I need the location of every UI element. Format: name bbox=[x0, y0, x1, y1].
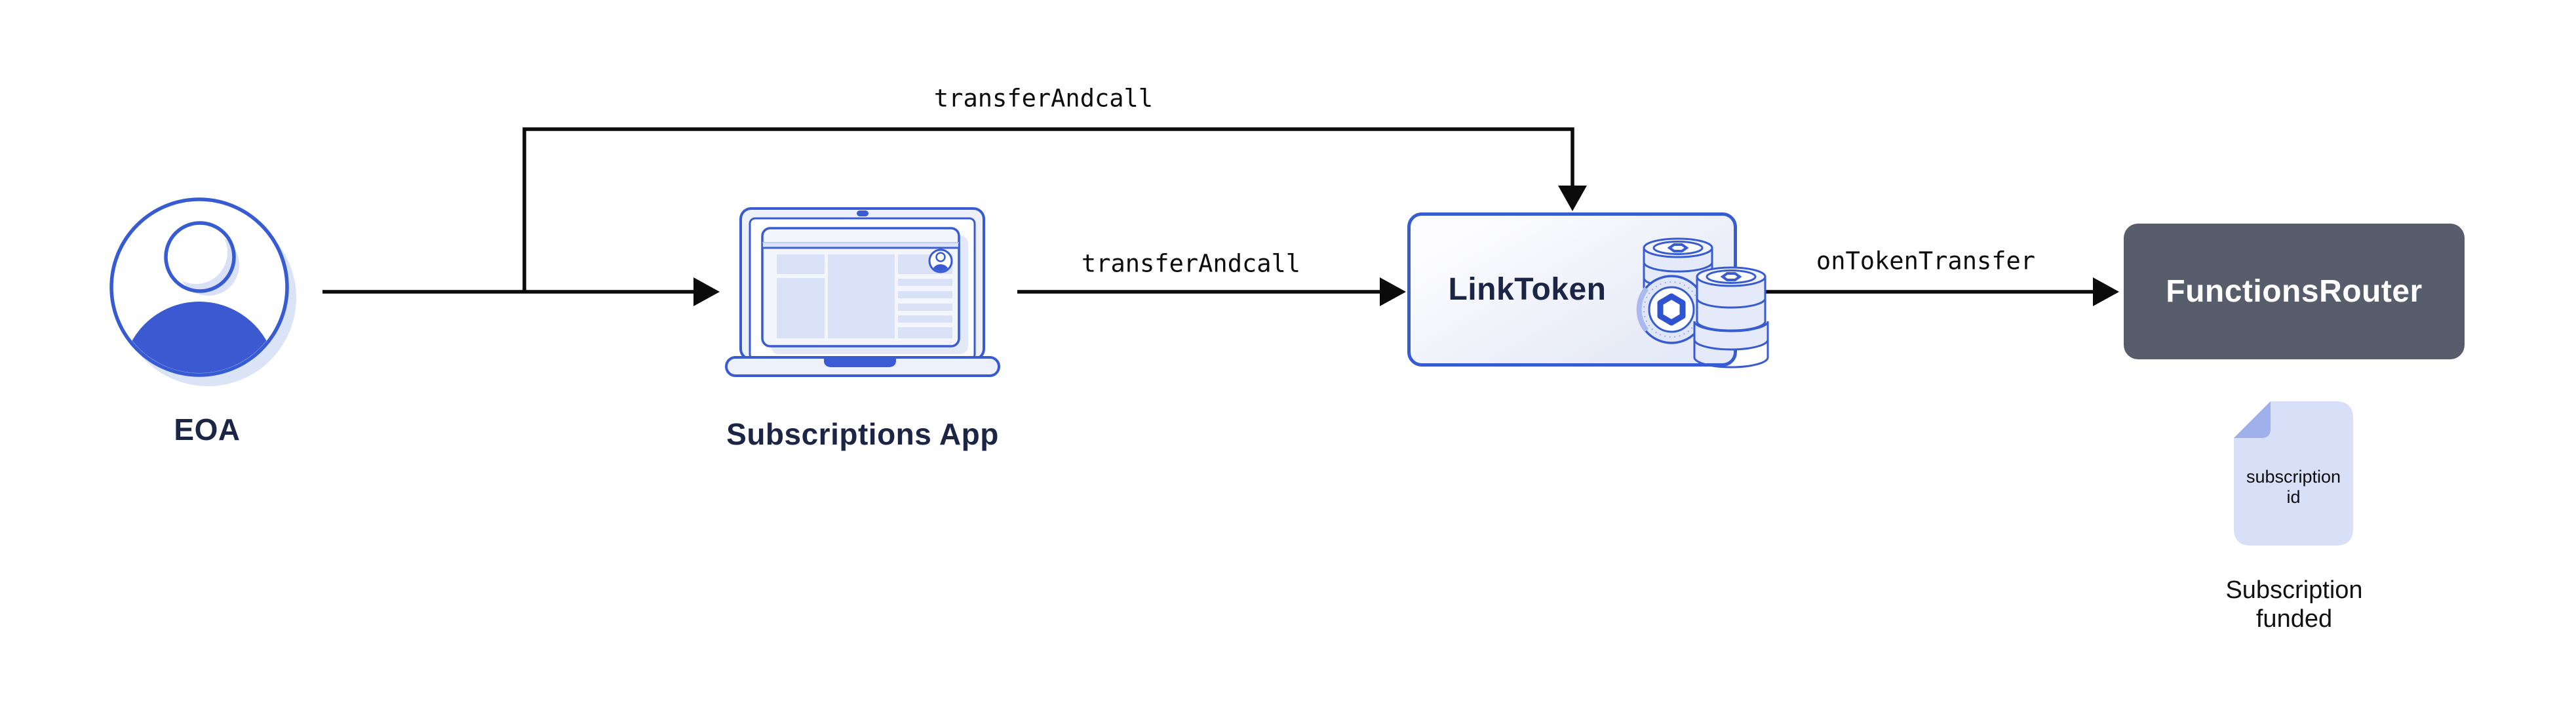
subscriptions-app-label: Subscriptions App bbox=[726, 417, 999, 451]
subscription-funded-line2: funded bbox=[2255, 605, 2333, 633]
eoa-label: EOA bbox=[174, 412, 241, 447]
functions-router-box: FunctionsRouter bbox=[2124, 224, 2465, 359]
subscription-funded-line1: Subscription bbox=[2225, 576, 2363, 604]
arrow-app-to-linktoken bbox=[1017, 277, 1406, 306]
arrowhead-right-icon bbox=[693, 277, 720, 306]
linktoken-label: LinkToken bbox=[1448, 272, 1607, 307]
document-text-line1: subscription bbox=[2246, 467, 2341, 487]
arrow-linktoken-to-router bbox=[1765, 277, 2119, 306]
laptop-browser-icon bbox=[725, 207, 1000, 377]
link-coin-stack-icon bbox=[1636, 237, 1769, 369]
arrowhead-right-icon bbox=[2093, 277, 2119, 306]
arrowhead-down-icon bbox=[1558, 186, 1587, 211]
arrow-eoa-to-linktoken bbox=[522, 127, 1587, 293]
functions-router-label: FunctionsRouter bbox=[2166, 274, 2423, 309]
subscription-funded-caption: Subscription funded bbox=[2176, 576, 2412, 633]
document-icon bbox=[2234, 401, 2353, 546]
edge-label-transferandcall-mid: transferAndcall bbox=[1081, 249, 1301, 278]
edge-label-ontokentransfer: onTokenTransfer bbox=[1816, 247, 2036, 275]
arrow-eoa-to-app bbox=[322, 277, 720, 306]
edge-label-transferandcall-top: transferAndcall bbox=[933, 84, 1154, 113]
document-text: subscription id bbox=[2233, 467, 2354, 508]
arrowhead-right-icon bbox=[1380, 277, 1406, 306]
person-avatar-icon bbox=[109, 197, 296, 386]
document-text-line2: id bbox=[2286, 487, 2301, 507]
